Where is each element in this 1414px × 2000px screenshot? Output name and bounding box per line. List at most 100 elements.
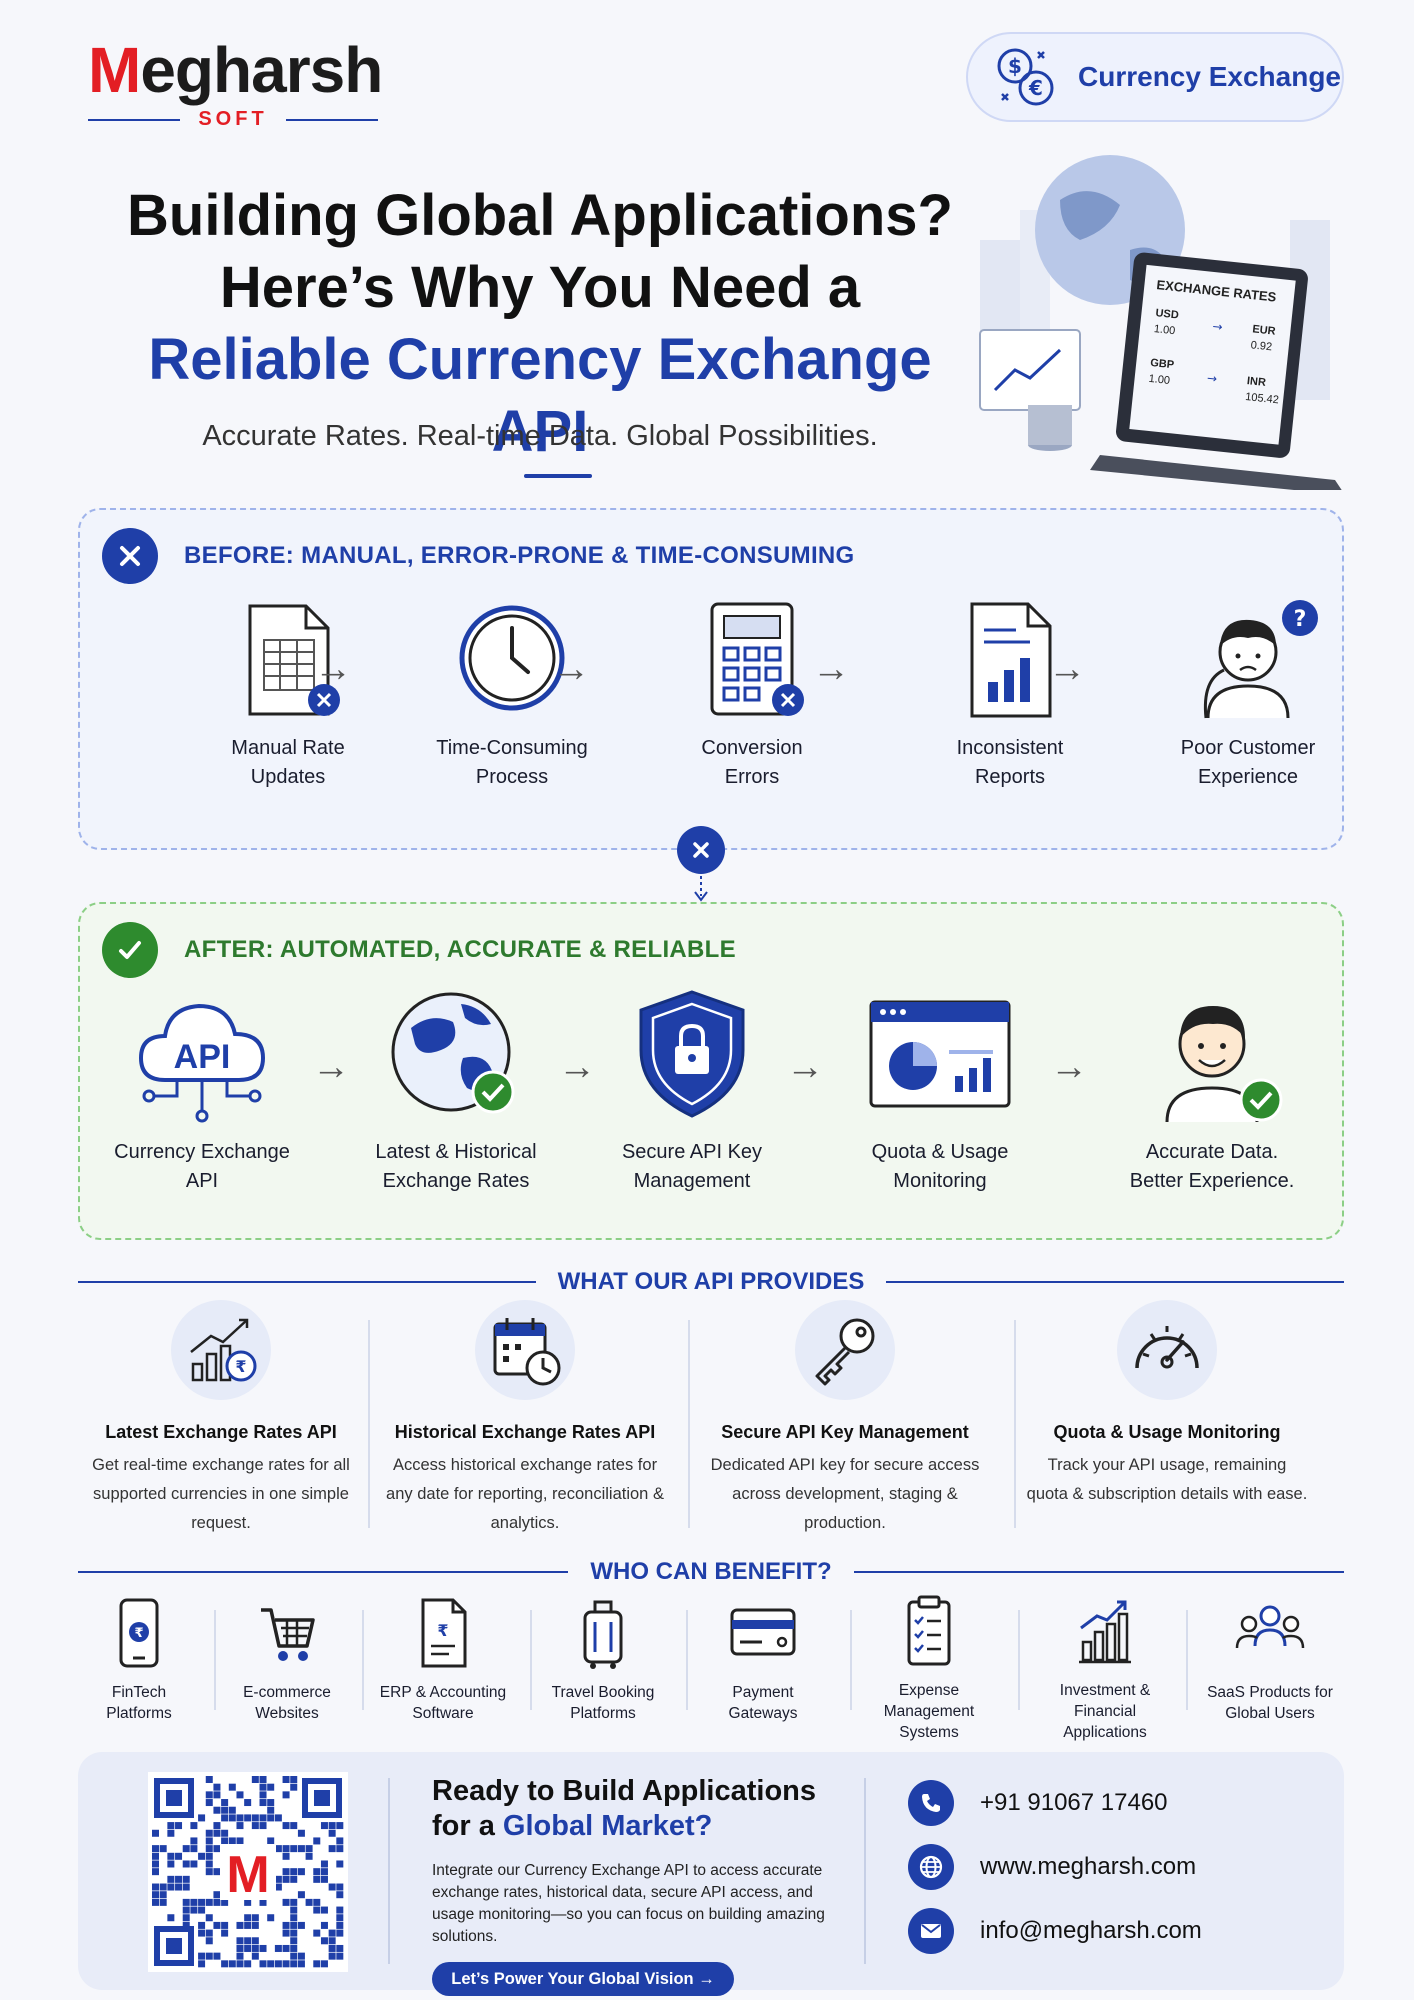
confused-person-icon: ?: [1203, 600, 1318, 719]
flow-arrow-icon: →: [812, 648, 850, 690]
svg-text:API: API: [174, 1038, 231, 1076]
rising-chart-rupee-icon: ₹: [171, 1300, 271, 1400]
hero-heading: Building Global Applications? Here’s Why…: [127, 183, 953, 464]
provides-heading: WHAT OUR API PROVIDES: [78, 1268, 1344, 1296]
provide-quota-monitoring: Quota & Usage Monitoring Track your API …: [1012, 1300, 1322, 1509]
cta-title: Ready to Build Applications for a Global…: [432, 1775, 817, 1842]
x-badge-icon: [102, 528, 158, 584]
laptop-globe-illustration: EXCHANGE RATES USD 1.00 EUR 0.92 GBP 1.0…: [979, 155, 1342, 490]
flow-arrow-icon: →: [786, 1046, 824, 1088]
key-icon: [795, 1300, 895, 1400]
svg-text:EUR: EUR: [1252, 323, 1276, 337]
provide-latest-rates: ₹ Latest Exchange Rates API Get real-tim…: [66, 1300, 376, 1538]
step-accurate-data: Accurate Data.Better Experience.: [1092, 988, 1332, 1196]
column-divider: [1186, 1610, 1188, 1710]
column-divider: [688, 1320, 690, 1528]
credit-card-icon: [730, 1608, 796, 1656]
cta-panel: M Ready to Build Applications for a Glob…: [78, 1752, 1344, 1996]
provide-historical-rates: Historical Exchange Rates API Access his…: [370, 1300, 680, 1538]
badge-label: Currency Exchange: [1078, 61, 1341, 92]
svg-text:0.92: 0.92: [1250, 339, 1273, 353]
down-arrow-icon: [694, 876, 708, 902]
x-connector-icon: [677, 826, 725, 874]
after-title: AFTER: AUTOMATED, ACCURATE & RELIABLE: [184, 936, 736, 963]
document-rupee-icon: ₹: [421, 1598, 467, 1668]
contact-website[interactable]: www.megharsh.com: [908, 1844, 1196, 1890]
before-panel: BEFORE: MANUAL, ERROR-PRONE & TIME-CONSU…: [78, 508, 1344, 850]
hero-divider: [524, 474, 592, 478]
flow-arrow-icon: →: [558, 1046, 596, 1088]
growth-chart-icon: [1079, 1600, 1131, 1664]
provide-secure-key: Secure API Key Management Dedicated API …: [690, 1300, 1000, 1538]
phone-icon: [908, 1780, 954, 1826]
flow-arrow-icon: →: [314, 648, 352, 690]
calendar-clock-icon: [475, 1300, 575, 1400]
svg-text:1.00: 1.00: [1153, 323, 1176, 337]
column-divider: [368, 1320, 370, 1528]
flow-arrow-icon: →: [1050, 1046, 1088, 1088]
happy-person-icon: [1165, 1006, 1283, 1123]
cta-description: Integrate our Currency Exchange API to a…: [432, 1862, 825, 1945]
svg-text:USD: USD: [1155, 307, 1179, 321]
logo-subtitle: SOFT: [88, 108, 378, 131]
report-icon: [970, 602, 1052, 718]
logo-wordmark: Megharsh: [88, 34, 383, 106]
svg-text:1.00: 1.00: [1148, 373, 1171, 387]
check-badge-icon: [102, 922, 158, 978]
power-vision-button[interactable]: Let’s Power Your Global Vision →: [432, 1962, 734, 1996]
calculator-icon: [710, 602, 804, 716]
globe-icon: [391, 992, 515, 1114]
clipboard-checklist-icon: [907, 1595, 951, 1666]
svg-text:→: →: [1212, 319, 1223, 334]
api-cloud-icon: API: [138, 1003, 266, 1123]
svg-text:?: ?: [1294, 607, 1307, 632]
svg-text:→: →: [1206, 371, 1217, 386]
column-divider: [850, 1610, 852, 1710]
column-divider: [1018, 1610, 1020, 1710]
after-panel: AFTER: AUTOMATED, ACCURATE & RELIABLE AP…: [78, 902, 1344, 1240]
svg-text:€: €: [1028, 76, 1043, 100]
contact-email[interactable]: info@megharsh.com: [908, 1908, 1202, 1954]
column-divider: [214, 1610, 216, 1710]
company-logo[interactable]: Megharsh SOFT: [88, 34, 383, 131]
flow-arrow-icon: →: [312, 1046, 350, 1088]
mail-icon: [908, 1908, 954, 1954]
dashboard-icon: [869, 1000, 1011, 1108]
spreadsheet-icon: [248, 604, 340, 716]
smartphone-rupee-icon: ₹: [119, 1598, 159, 1668]
benefit-heading: WHO CAN BENEFIT?: [78, 1558, 1344, 1586]
globe-icon: [908, 1844, 954, 1890]
qr-code[interactable]: M: [148, 1772, 348, 1972]
contact-phone[interactable]: +91 91067 17460: [908, 1780, 1168, 1826]
cta-divider: [388, 1778, 390, 1964]
cta-divider: [864, 1778, 866, 1964]
luggage-icon: [583, 1600, 623, 1669]
svg-text:INR: INR: [1246, 375, 1266, 389]
svg-text:M: M: [226, 1846, 269, 1904]
currency-swap-icon: $ €: [997, 48, 1054, 106]
flow-arrow-icon: →: [1048, 648, 1086, 690]
clock-icon: [459, 605, 565, 711]
column-divider: [362, 1610, 364, 1710]
shopping-cart-icon: [261, 1608, 315, 1661]
svg-text:₹: ₹: [235, 1357, 246, 1376]
shield-lock-icon: [639, 990, 745, 1118]
